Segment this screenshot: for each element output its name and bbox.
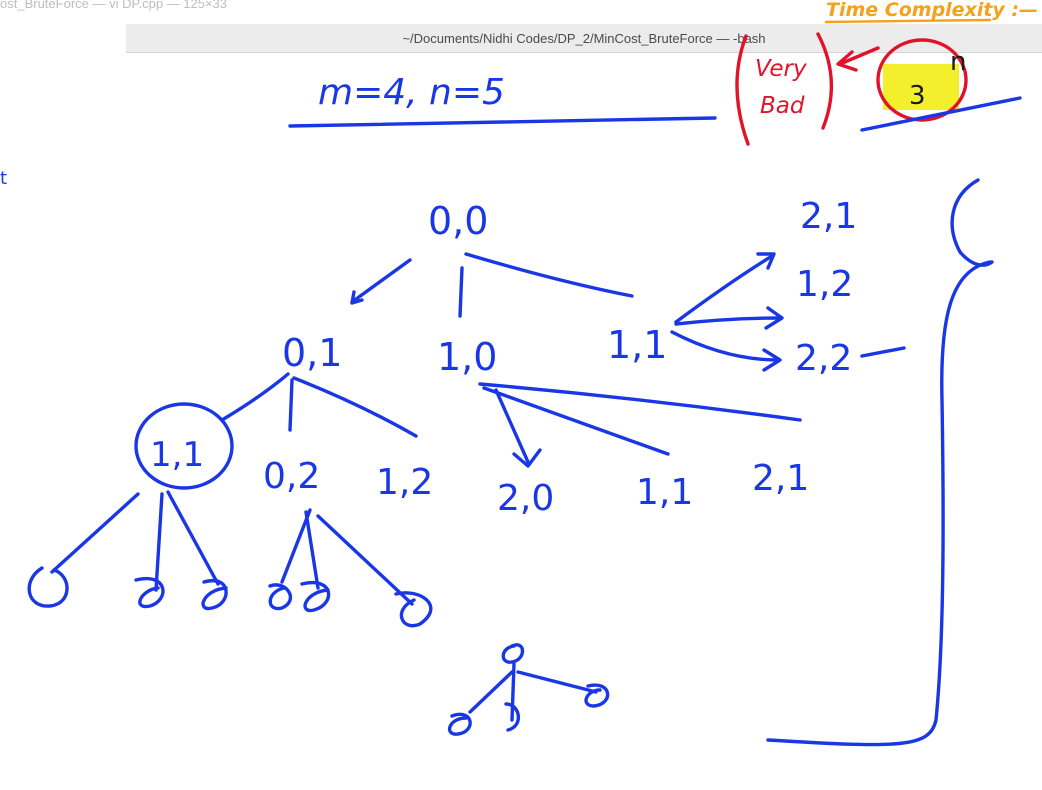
leaf-edge-2 xyxy=(154,492,164,592)
node-child-1-0-c: 2,1 xyxy=(752,458,809,499)
doodle-left-limb xyxy=(468,670,514,714)
edge-root-1-1 xyxy=(464,252,634,298)
node-level1-b: 1,0 xyxy=(437,335,497,379)
node-child-1-1-a: 2,1 xyxy=(800,196,857,237)
node-child-1-0-b: 1,1 xyxy=(636,472,693,513)
edge-1-0-to-1-1 xyxy=(482,386,670,456)
edge-1-1-to-2-1 xyxy=(674,254,774,324)
verdict-very: Very xyxy=(755,56,807,82)
leaf-scribble-3 xyxy=(201,578,228,611)
highlight-box xyxy=(883,64,959,110)
doodle-head xyxy=(501,643,525,664)
circled-node xyxy=(134,402,234,490)
edge-0-1-to-1-2 xyxy=(292,376,418,438)
edge-root-0-1-arrowhead xyxy=(350,290,364,305)
heading-underline xyxy=(824,18,992,24)
doodle-left-foot xyxy=(447,712,472,736)
node-child-0-1-a: 1,1 xyxy=(150,435,204,475)
leaf-scribble-6 xyxy=(394,591,433,628)
dimension-underline-right xyxy=(860,96,1022,132)
doodle-right-limb xyxy=(516,670,598,694)
verdict-right-bracket xyxy=(816,32,834,130)
grouping-brace xyxy=(766,178,994,747)
leaf-scribble-4 xyxy=(268,583,293,611)
time-complexity-label: Time Complexity :— xyxy=(826,0,1038,21)
edge-1-0-to-2-1 xyxy=(478,382,802,422)
node-child-0-1-c: 1,2 xyxy=(376,462,433,503)
arrowhead-2-0 xyxy=(512,448,542,468)
verdict-bad: Bad xyxy=(760,93,805,119)
edge-0-1-to-0-2 xyxy=(288,378,294,432)
complexity-value: 3 n xyxy=(876,38,968,122)
edge-root-0-1 xyxy=(350,258,412,304)
node-child-1-1-b: 1,2 xyxy=(796,264,853,305)
node-level1-a: 0,1 xyxy=(282,331,342,375)
dimension-note: m=4, n=5 t xyxy=(0,72,1022,189)
brace-top xyxy=(950,178,994,267)
left-edge-mark: t xyxy=(0,168,7,189)
leaf-edge-6 xyxy=(316,514,414,606)
leaf-edge-1 xyxy=(50,492,140,574)
leaf-edge-3 xyxy=(166,490,220,586)
terminal-title-bar[interactable]: ~/Documents/Nidhi Codes/DP_2/MinCost_Bru… xyxy=(126,24,1042,53)
leaf-scribble-5 xyxy=(300,580,331,613)
edge-0-1-to-1-1 xyxy=(220,372,290,422)
doodle-right-foot xyxy=(584,683,610,708)
leaf-edge-5 xyxy=(304,510,320,590)
arrowhead-1-2 xyxy=(764,306,784,330)
arrowhead-2-1 xyxy=(756,252,776,270)
leaf-scribble-2 xyxy=(134,576,165,609)
verdict-arrow-line xyxy=(838,46,880,66)
complexity-verdict: Very Bad xyxy=(735,32,880,146)
edge-1-1-to-1-2 xyxy=(674,316,782,326)
dimension-text: m=4, n=5 xyxy=(318,72,505,113)
terminal-window-title: ~/Documents/Nidhi Codes/DP_2/MinCost_Bru… xyxy=(402,31,766,46)
node-level1-c: 1,1 xyxy=(607,323,667,367)
verdict-left-bracket xyxy=(735,34,750,146)
edge-root-1-0 xyxy=(458,266,464,318)
arrowhead-2-2 xyxy=(762,348,782,372)
leaf-edge-4 xyxy=(280,508,312,584)
dimension-underline-left xyxy=(288,116,717,128)
leaf-scribble-1 xyxy=(27,566,69,608)
node-child-1-1-c: 2,2 xyxy=(795,338,852,379)
time-complexity-heading: Time Complexity :— xyxy=(824,0,1038,24)
complexity-circle xyxy=(876,38,968,122)
recursion-tree: 0,0 0,1 1,0 1,1 2,1 1,2 2,2 1,1 0,2 1,2 … xyxy=(27,196,906,736)
node-root: 0,0 xyxy=(428,199,488,243)
doodle-bottom-hook xyxy=(504,702,520,732)
edge-1-1-to-2-2 xyxy=(670,330,780,362)
node-child-0-1-b: 0,2 xyxy=(263,456,320,497)
complexity-exponent: n xyxy=(950,47,966,77)
verdict-arrow-head xyxy=(836,50,858,72)
brace-bottom xyxy=(766,260,992,747)
edge-1-0-to-2-0 xyxy=(494,388,530,464)
complexity-base: 3 xyxy=(909,81,926,111)
doodle-body xyxy=(510,662,516,722)
node-child-1-0-a: 2,0 xyxy=(497,478,554,519)
node-child-1-1-c-tail xyxy=(860,346,906,358)
previous-window-title: ost_BruteForce — vi DP.cpp — 125×33 xyxy=(0,0,228,11)
